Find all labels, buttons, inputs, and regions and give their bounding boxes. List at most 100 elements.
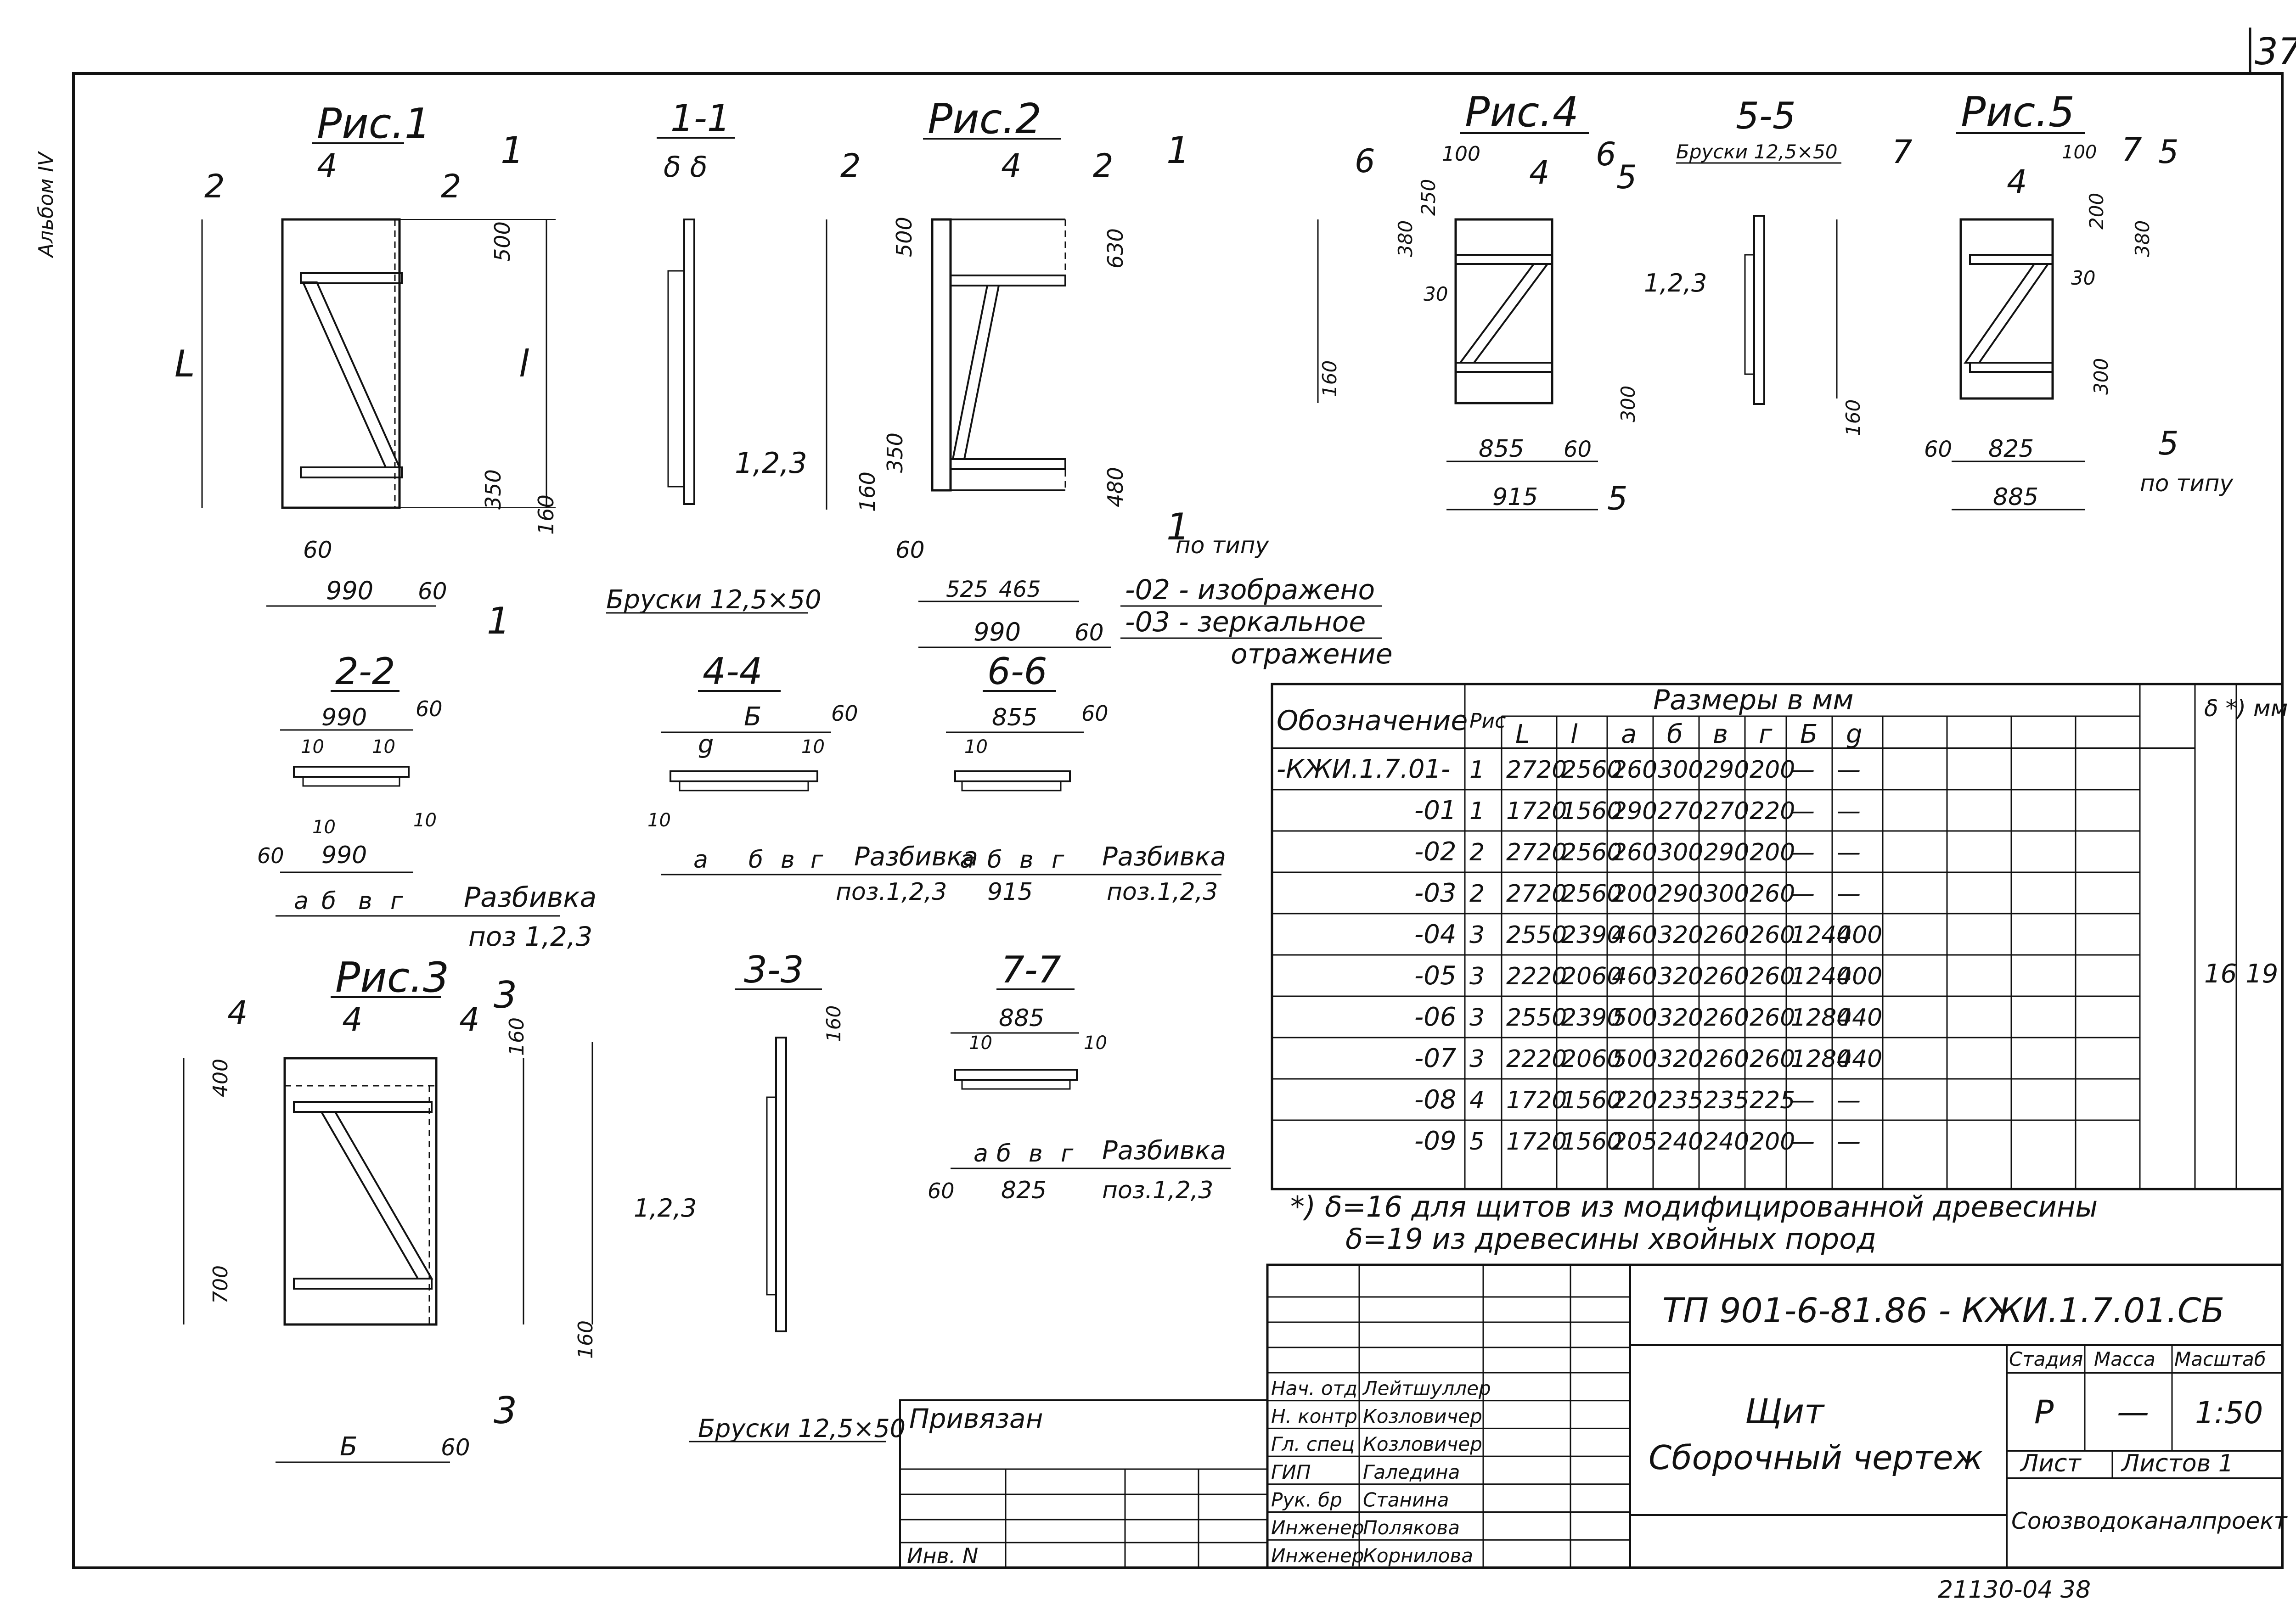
fig2-dim-60b: 60 [1075,619,1104,646]
table-cell: — [1791,839,1815,866]
table-cell: 290 [1612,797,1657,825]
fig5-dim-825: 825 [1988,435,2034,463]
fig2-note-1: -02 - изображено [1125,574,1375,606]
table-cell: 260 [1704,1045,1749,1073]
s11-title: 1-1 [670,97,731,140]
s22-bars [302,776,400,787]
s22-w990: 990 [321,704,367,731]
sheets-header: Листов 1 [2121,1450,2234,1477]
s22-panel [293,766,410,778]
s77-razbivka: Разбивка [1102,1136,1226,1166]
fig1-dim-L: L [174,342,195,385]
s66-razbivka: Разбивка [1102,842,1226,872]
signer-text: Галедина [1363,1461,1460,1483]
table-cell: -КЖИ.1.7.01- [1277,754,1450,784]
fig5-po-tipu: по типу [2140,470,2234,497]
fig4-brace [1458,263,1549,364]
fig3-dim-60: 60 [441,1434,470,1461]
table-cell: -03 [1414,878,1456,908]
table-cell: 260 [1704,921,1749,949]
fig1-pos: 4 [317,147,338,185]
table-cell: 500 [1612,1045,1657,1073]
fig2-mark-2a: 2 [840,147,861,185]
table-col-header: б [1667,719,1683,749]
table-cell: 460 [1612,921,1657,949]
fig3-dim-160a: 160 [505,1017,529,1056]
table-cell: 3 [1469,1004,1485,1032]
table-cell: — [1837,756,1861,784]
table-col-header: в [1713,719,1728,749]
s22-w60b: 60 [257,843,284,868]
fig4-bar-top [1455,254,1553,265]
table-cell: 240 [1704,1128,1749,1156]
fig4-dim-100: 100 [1442,142,1480,166]
fig5-dim-380: 380 [2131,220,2154,257]
s22-razbivka: Разбивка [464,881,597,914]
table-cell: 1720 [1506,797,1567,825]
s44-w60: 60 [831,701,858,726]
table-cell: 320 [1658,963,1703,990]
section-7-7: 7-7 885 10 10 а б в г 60 825 Разбивка по… [928,948,1231,1204]
s66-title: 6-6 [987,650,1047,693]
table-cell: 1560 [1561,797,1622,825]
mass-value: — [2117,1393,2149,1431]
fig4-dim-250: 250 [1417,179,1440,216]
fig3-title: Рис.3 [335,954,449,1002]
table-cell: 260 [1612,839,1657,866]
fig5-dim-30: 30 [2071,267,2095,289]
table-cell: — [1837,1087,1861,1114]
table-cell: 2720 [1506,839,1567,866]
fig1-dim-500: 500 [490,221,515,262]
fig2-dim-60: 60 [895,537,925,563]
fig5-mark-7b: 7 [2122,131,2142,168]
page-number: 37 [2255,30,2296,73]
table-cell: — [1837,797,1861,825]
table-cell: -08 [1414,1085,1456,1115]
s11-dims: δ δ [664,150,708,184]
table-cell: 2720 [1506,880,1567,908]
section-2-2: 2-2 990 60 10 10 10 10 60 990 а б в г Ра… [257,650,597,952]
table-cell: 260 [1612,756,1657,784]
fig3-dim-400: 400 [209,1059,232,1097]
table-cell: 400 [1837,921,1882,949]
fig2-dim-500: 500 [892,217,917,257]
table-cell: 220 [1612,1087,1657,1114]
fig3-bar-bottom [293,1278,433,1290]
table-cell: 320 [1658,1045,1703,1073]
s11-bars [667,270,685,488]
s44-letter-a: а [693,846,708,874]
table-cell: 2560 [1561,756,1622,784]
section-6-6: 6-6 855 60 10 а б в г 915 Разбивка поз.1… [946,650,1226,906]
scale-value: 1:50 [2195,1395,2263,1431]
signer-text: Полякова [1363,1516,1460,1539]
fig1-dim-60a: 60 [303,537,332,563]
s22-w990b: 990 [321,842,367,869]
s66-letter-v: в [1019,846,1034,874]
signer-text: Корнилова [1363,1544,1473,1567]
table-col-header: Б [1800,719,1818,749]
fig3-mark-3b: 3 [494,1389,517,1432]
s22-d10b: 10 [372,736,395,758]
fig2-mark-1a: 1 [1166,129,1190,172]
s44-d10: 10 [801,736,825,758]
fig2-dim-630: 630 [1103,228,1128,269]
table-cell: 225 [1750,1087,1795,1114]
table-cell: 260 [1750,921,1795,949]
table-cell: -04 [1414,920,1456,949]
table-cell: 290 [1658,880,1703,908]
s44-bars [679,780,809,791]
figure-2: Рис.2 4 500 630 350 160 480 60 525 465 9… [826,95,1393,670]
s33-bars [766,1096,777,1296]
s44-letter-b: б [748,846,763,874]
fig1-panel [281,218,401,509]
table-cell: -05 [1414,961,1456,991]
table-cell: 235 [1704,1087,1749,1114]
s22-letter-g: г [390,887,403,915]
fig4-mark-5b: 5 [1607,480,1628,517]
fig2-pos: 4 [1001,147,1022,185]
s11-label: 1,2,3 [735,446,807,480]
table-cell: 2 [1469,880,1485,908]
table-cell: -02 [1414,837,1456,867]
table-col-header: g [1846,719,1863,749]
